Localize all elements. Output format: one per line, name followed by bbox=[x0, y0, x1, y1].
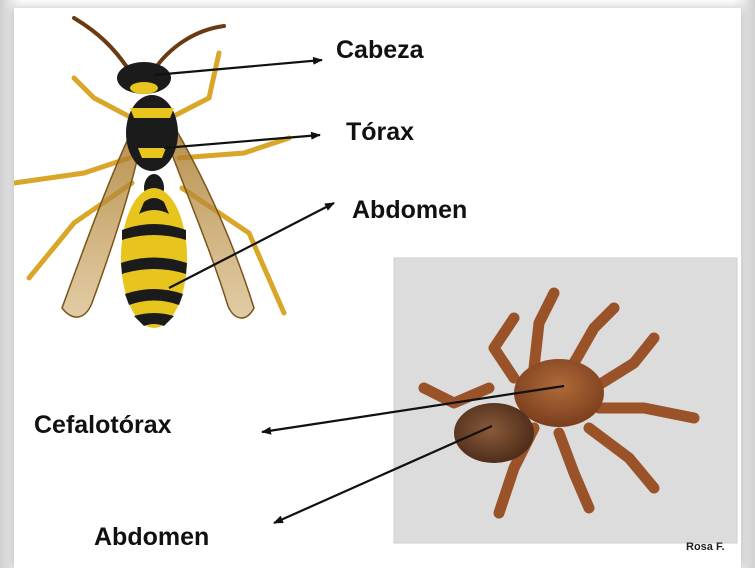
wasp-thorax-icon bbox=[126, 95, 178, 171]
label-wasp-abdomen: Abdomen bbox=[352, 196, 467, 225]
slide-canvas: Cabeza Tórax Abdomen Cefalotórax Abdomen… bbox=[14, 8, 741, 568]
spider-abdomen-icon bbox=[454, 403, 534, 463]
label-spider-abdomen: Abdomen bbox=[94, 523, 209, 552]
wasp-abdomen-arrow bbox=[169, 203, 334, 288]
label-head: Cabeza bbox=[336, 36, 424, 65]
anatomy-diagram bbox=[14, 8, 741, 568]
label-cephalothorax: Cefalotórax bbox=[34, 411, 172, 440]
wasp-abdomen-icon bbox=[121, 188, 187, 328]
photo-credit: Rosa F. bbox=[686, 541, 725, 553]
label-thorax: Tórax bbox=[346, 118, 414, 147]
wasp-illustration bbox=[14, 18, 289, 328]
head-arrow bbox=[154, 60, 322, 75]
thorax-arrow bbox=[164, 135, 320, 148]
